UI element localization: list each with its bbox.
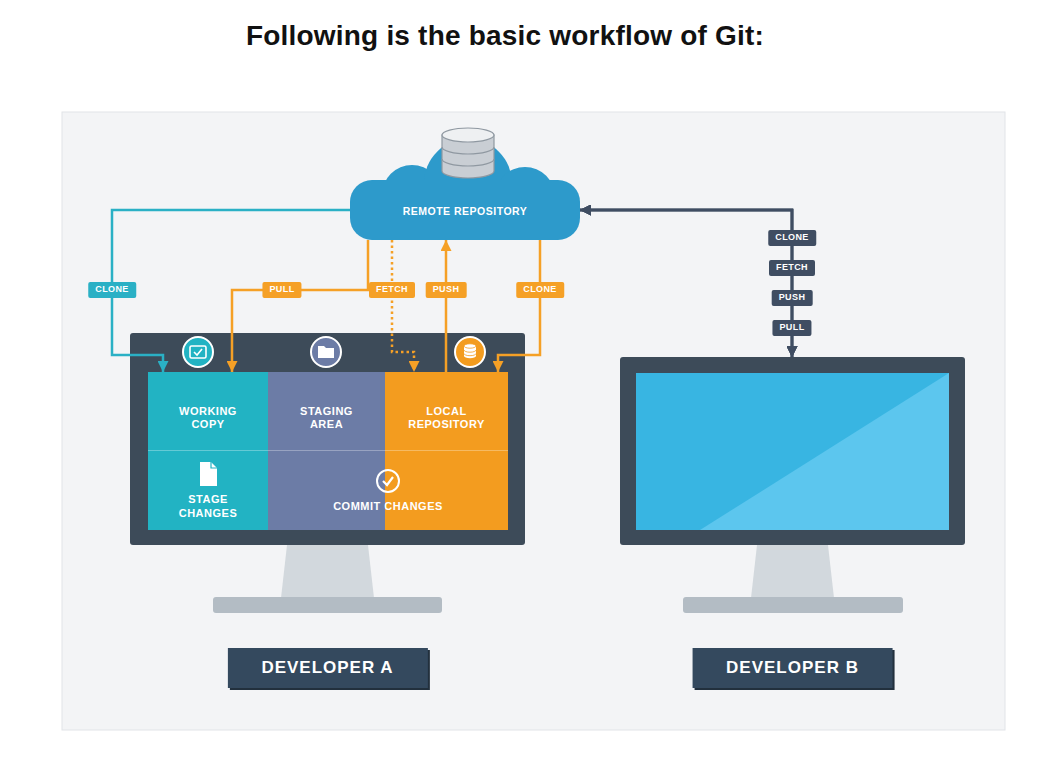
document-icon	[196, 461, 220, 487]
connector-arrow	[580, 210, 792, 357]
stage-changes-panel: STAGE CHANGES	[148, 450, 268, 530]
panel-label: COMMIT CHANGES	[333, 500, 443, 513]
edge-label-chip: CLONE	[516, 282, 564, 298]
icon-disc	[183, 337, 213, 367]
edge-label: CLONE	[775, 233, 809, 243]
icon-glyph	[194, 349, 202, 355]
monitor-base	[683, 597, 903, 613]
panel-label: STAGE CHANGES	[166, 493, 250, 519]
edge-label: FETCH	[776, 263, 808, 273]
database-icon	[442, 128, 494, 142]
icon-glyph	[464, 344, 476, 348]
edge-label: PULL	[269, 285, 294, 295]
edge-label: PUSH	[779, 293, 806, 303]
cloud-shape	[350, 125, 580, 240]
developer-monitor: DEVELOPER B	[620, 357, 965, 545]
icon-disc	[455, 337, 485, 367]
diagram-title: Following is the basic workflow of Git:	[246, 20, 764, 52]
developer-monitor: DEVELOPER AWORKING COPYSTAGING AREALOCAL…	[130, 333, 525, 545]
monitor-neck	[281, 545, 374, 598]
edge-label: PULL	[779, 323, 804, 333]
icon-glyph	[464, 350, 476, 356]
panel-label: STAGING AREA	[285, 405, 369, 431]
document-icon	[200, 462, 217, 486]
developer-label-box: DEVELOPER B	[692, 648, 893, 688]
database-icon	[442, 147, 494, 166]
edge-label-chip: CLONE	[768, 230, 816, 246]
edge-label-chip: PULL	[772, 320, 811, 336]
backdrop-card	[62, 112, 1005, 730]
cloud-text-wrap: REMOTE REPOSITORY	[350, 125, 580, 217]
edge-label-chip: PULL	[262, 282, 301, 298]
working-copy-icon	[183, 337, 213, 367]
connector-arrow	[580, 210, 792, 357]
connector-arrow	[580, 210, 792, 357]
commit-changes-panel: COMMIT CHANGES	[268, 450, 508, 530]
monitor-bezel	[130, 333, 525, 545]
connector-arrow	[445, 240, 448, 372]
icon-glyph	[190, 346, 206, 358]
check-icon	[383, 477, 393, 485]
local-repository-panel: LOCAL REPOSITORY	[385, 372, 508, 450]
panel-label: WORKING COPY	[166, 405, 250, 431]
connector-arrow	[392, 240, 414, 372]
connector-arrow	[580, 210, 792, 357]
edge-label-chip: PUSH	[426, 282, 467, 298]
edge-label: CLONE	[523, 285, 557, 295]
monitor-bezel	[620, 357, 965, 545]
edge-label: FETCH	[376, 285, 408, 295]
edge-label-chip: PUSH	[772, 290, 813, 306]
connector-arrow	[232, 240, 368, 372]
working-copy-panel: WORKING COPY	[148, 372, 268, 450]
edge-label-chip: CLONE	[88, 282, 136, 298]
edge-label-chip: FETCH	[769, 260, 815, 276]
node-label: REMOTE REPOSITORY	[350, 205, 580, 217]
staging-area-icon	[311, 337, 341, 367]
edge-label-chip: FETCH	[369, 282, 415, 298]
panel-label: LOCAL REPOSITORY	[405, 405, 489, 431]
title-box: Following is the basic workflow of Git:	[0, 20, 1010, 52]
staging-area-panel: STAGING AREA	[268, 372, 385, 450]
screen-shine	[700, 373, 949, 530]
remote-repository-cloud: REMOTE REPOSITORY	[350, 125, 580, 240]
check-icon	[376, 468, 400, 494]
edge-label: CLONE	[95, 285, 129, 295]
document-icon	[211, 462, 217, 468]
developer-label: DEVELOPER A	[261, 658, 393, 678]
monitor-b	[620, 357, 965, 613]
developer-label: DEVELOPER B	[726, 658, 859, 678]
icon-glyph	[318, 346, 334, 358]
database-icon	[442, 128, 494, 178]
monitor-base	[213, 597, 442, 613]
connector-arrow	[498, 240, 540, 372]
icon-disc	[311, 337, 341, 367]
monitor-screen	[636, 373, 949, 530]
edge-label: PUSH	[433, 285, 460, 295]
cloud-shape	[350, 180, 580, 240]
developer-label-box: DEVELOPER A	[227, 648, 427, 688]
monitor-a	[130, 333, 525, 613]
monitor-neck	[751, 545, 834, 598]
check-icon	[377, 470, 399, 492]
local-repository-icon	[455, 337, 485, 367]
